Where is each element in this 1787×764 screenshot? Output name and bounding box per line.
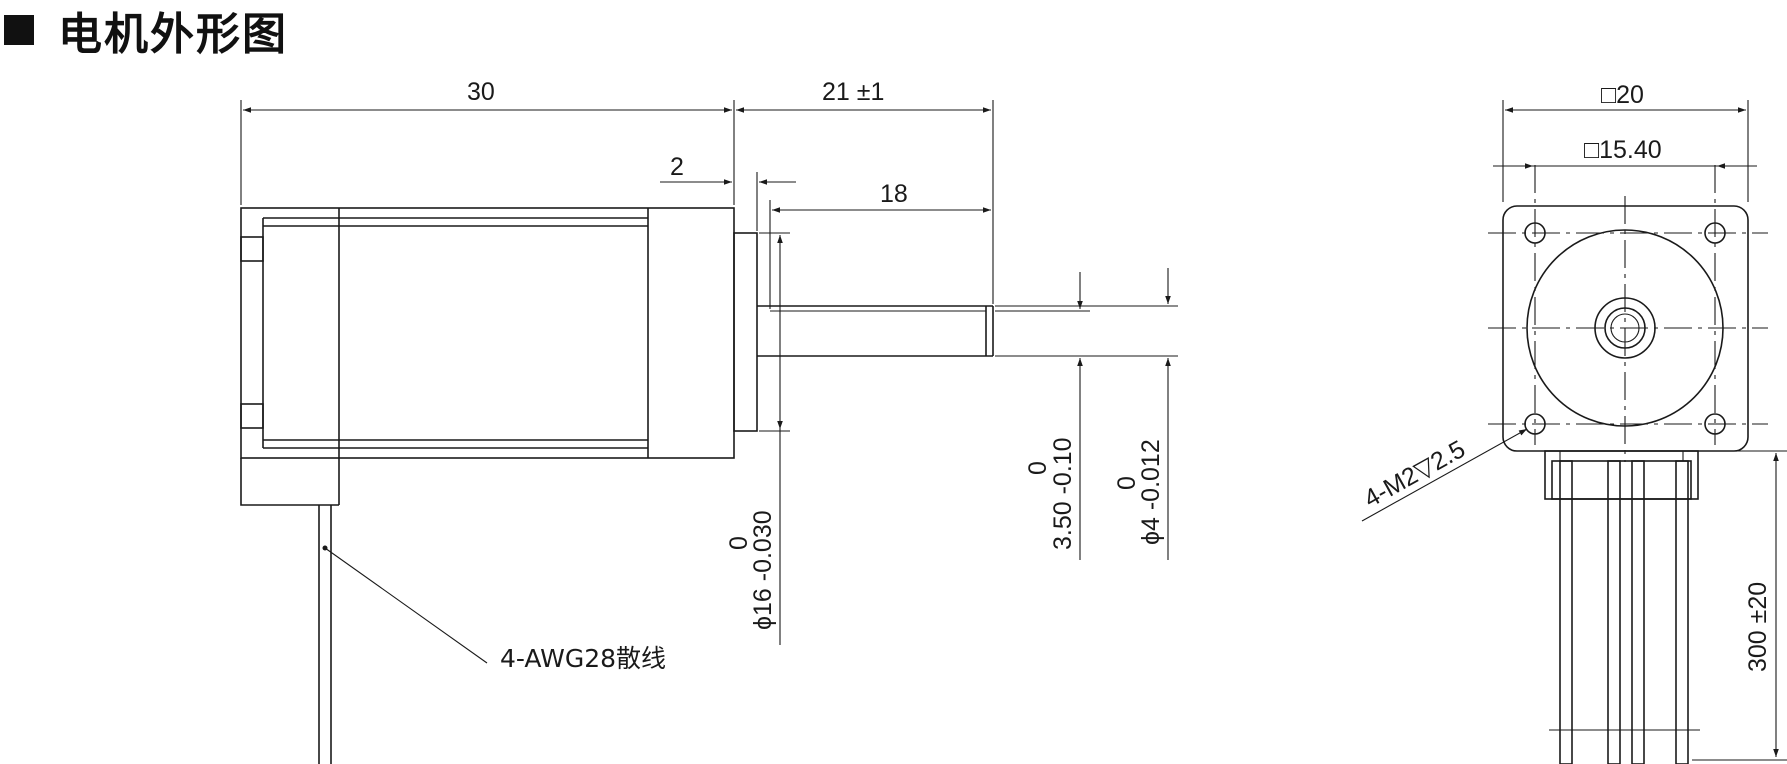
dim-length-label: 30 <box>467 78 495 106</box>
dim-shaft-diameter: 0 ϕ4 -0.012 <box>1113 268 1171 560</box>
dim-square-label: □20 <box>1601 81 1644 109</box>
dim-shaft-flat: 18 <box>769 180 991 309</box>
side-view: 30 21 ±1 2 18 0 ϕ16 -0.030 <box>240 78 1178 764</box>
dim-boss-diameter: 0 ϕ16 -0.030 <box>725 232 790 645</box>
dim-holes: 4-M2▽2.5 <box>1359 428 1528 522</box>
dim-shaft-flat-thickness: 0 3.50 -0.10 <box>995 272 1178 560</box>
dim-flat-upper: 0 <box>1024 461 1052 475</box>
dim-holes-label: 4-M2▽2.5 <box>1359 435 1470 513</box>
front-view: □20 □15.40 4-M2▽2.5 300 ±20 <box>1359 81 1787 764</box>
dim-lead-length-label: 300 ±20 <box>1744 582 1772 672</box>
dim-boss: 2 <box>660 153 796 231</box>
lead-wires <box>318 505 332 764</box>
dim-boss-dia-label: ϕ16 -0.030 <box>749 510 777 630</box>
dim-shaft-total-label: 21 ±1 <box>822 78 884 106</box>
wire-exit <box>1544 450 1699 500</box>
dim-shaft-flat-label: 18 <box>880 180 908 208</box>
center-lines <box>1488 165 1768 462</box>
dim-square: □20 <box>1502 81 1749 202</box>
filled-square-icon <box>4 15 34 45</box>
dim-hole-pitch: □15.40 <box>1493 136 1757 169</box>
end-cap-extension <box>240 458 339 506</box>
section-header: 电机外形图 <box>0 0 288 60</box>
dim-hole-pitch-label: □15.40 <box>1584 136 1662 164</box>
lead-label: 4-AWG28散线 <box>500 644 666 673</box>
dim-shaft-dia-label: ϕ4 -0.012 <box>1137 439 1165 545</box>
motor-body <box>240 207 735 459</box>
dim-shaft-total: 21 ±1 <box>736 78 994 304</box>
dim-shaft-dia-upper: 0 <box>1113 476 1141 490</box>
dim-boss-dia-upper: 0 <box>725 536 753 550</box>
dim-boss-label: 2 <box>670 153 684 181</box>
motor-shaft <box>757 305 994 357</box>
front-lead-wires <box>1549 460 1700 764</box>
shaft-boss <box>733 232 758 432</box>
side-slots <box>240 217 648 449</box>
dim-length: 30 <box>240 78 735 205</box>
dim-flat-label: 3.50 -0.10 <box>1049 437 1077 550</box>
lead-leader: 4-AWG28散线 <box>322 545 666 673</box>
dim-lead-length: 300 ±20 <box>1692 450 1787 761</box>
page-title: 电机外形图 <box>58 9 288 60</box>
